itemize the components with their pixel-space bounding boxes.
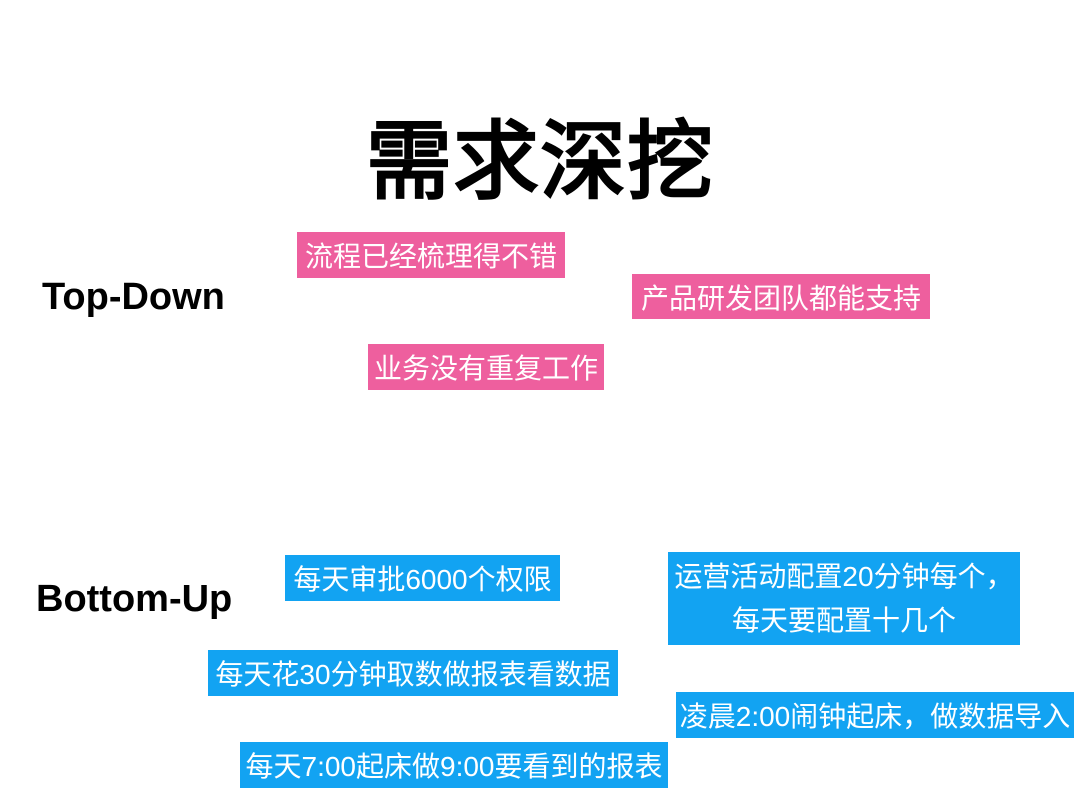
top-down-note-process: 流程已经梳理得不错 <box>297 232 565 278</box>
top-down-note-team-support: 产品研发团队都能支持 <box>632 274 930 319</box>
bottom-up-label: Bottom-Up <box>36 578 233 620</box>
bottom-up-note-approvals: 每天审批6000个权限 <box>285 555 560 601</box>
bottom-up-note-ops-config: 运营活动配置20分钟每个， 每天要配置十几个 <box>668 552 1020 645</box>
bottom-up-note-2am-data-import: 凌晨2:00闹钟起床，做数据导入 <box>676 692 1074 738</box>
slide-title: 需求深挖 <box>366 113 714 210</box>
bottom-up-note-ops-config-line1: 运营活动配置20分钟每个， <box>674 560 1014 592</box>
top-down-note-no-duplicate-work: 业务没有重复工作 <box>368 344 604 390</box>
bottom-up-note-ops-config-line2: 每天要配置十几个 <box>731 604 956 636</box>
top-down-label: Top-Down <box>42 276 225 318</box>
bottom-up-note-daily-report-30min: 每天花30分钟取数做报表看数据 <box>208 650 618 696</box>
bottom-up-note-7am-report: 每天7:00起床做9:00要看到的报表 <box>240 742 668 788</box>
